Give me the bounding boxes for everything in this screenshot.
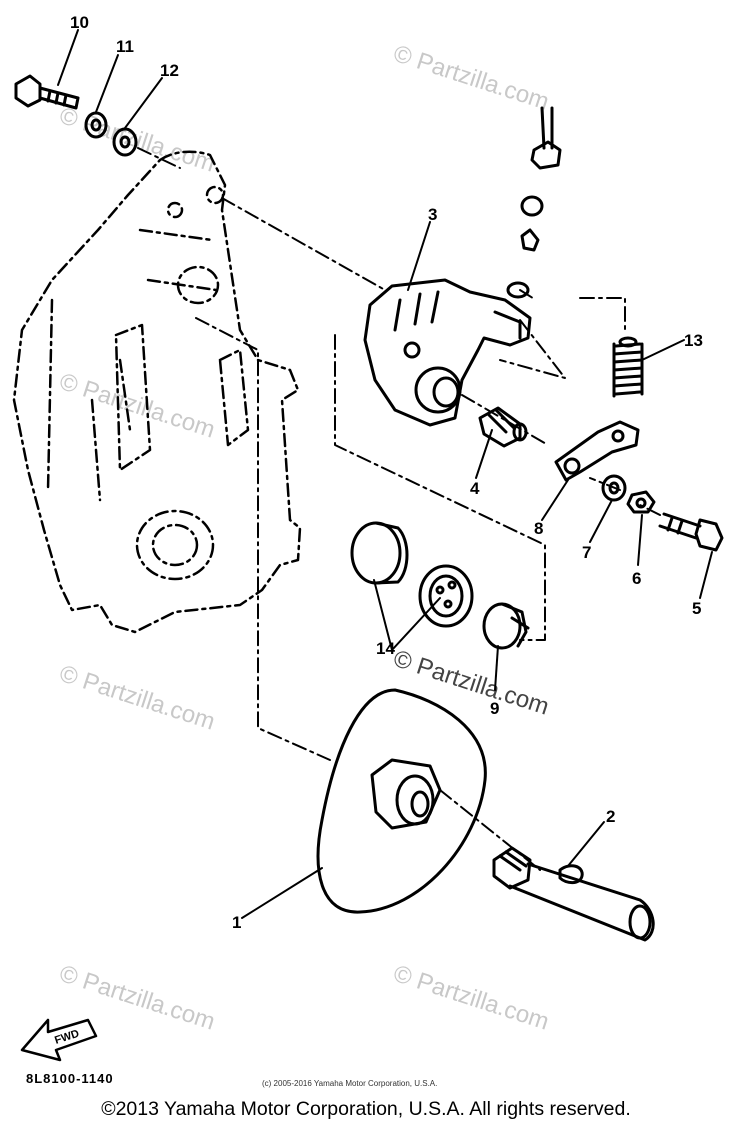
key-2	[558, 864, 584, 885]
copyright-notice: ©2013 Yamaha Motor Corporation, U.S.A. A…	[101, 1098, 631, 1120]
callout-10: 10	[70, 13, 89, 32]
callout-1: 1	[232, 913, 241, 932]
roller-4	[478, 406, 528, 448]
watermark: © Partzilla.com	[56, 660, 218, 736]
bolt-5	[658, 512, 724, 552]
cable	[506, 106, 562, 299]
callout-13: 13	[684, 331, 703, 350]
sheave-1	[316, 688, 487, 914]
plate-9	[482, 602, 530, 650]
washer-7	[601, 474, 627, 502]
leader-lines	[137, 147, 661, 871]
callout-11: 11	[116, 37, 134, 56]
callout-2: 2	[606, 807, 615, 826]
shaft	[492, 846, 655, 942]
callout-leaders	[57, 29, 713, 919]
disc-14	[418, 564, 474, 628]
watermark: © Partzilla.com	[56, 368, 218, 444]
spring-13	[612, 336, 644, 398]
callout-9: 9	[490, 699, 499, 718]
washer-12	[112, 127, 138, 157]
watermark: © Partzilla.com	[390, 645, 552, 721]
callout-12: 12	[160, 61, 179, 80]
housing	[12, 150, 302, 634]
cap-14	[350, 521, 409, 585]
fwd-arrow-icon	[20, 1018, 98, 1062]
callout-8: 8	[534, 519, 543, 538]
callouts: 1 2 3 4 5 6 7 8 9 10 11 12 13 14 FWD	[53, 13, 703, 1047]
callout-14: 14	[376, 639, 395, 658]
callout-3: 3	[428, 205, 437, 224]
watermark: © Partzilla.com	[390, 960, 552, 1036]
diagram-code: 8L8100-1140	[26, 1071, 114, 1086]
callout-4: 4	[470, 479, 480, 498]
nut-6	[626, 490, 656, 514]
lever-bracket-3	[363, 278, 532, 427]
small-copyright: (c) 2005-2016 Yamaha Motor Corporation, …	[262, 1079, 438, 1088]
callout-7: 7	[582, 543, 591, 562]
watermark: © Partzilla.com	[56, 960, 218, 1036]
link-lever-8	[554, 420, 640, 482]
callout-5: 5	[692, 599, 701, 618]
callout-6: 6	[632, 569, 641, 588]
watermarks: © Partzilla.com © Partzilla.com © Partzi…	[56, 40, 552, 1036]
bolt-10	[14, 74, 80, 110]
watermark: © Partzilla.com	[390, 40, 552, 116]
